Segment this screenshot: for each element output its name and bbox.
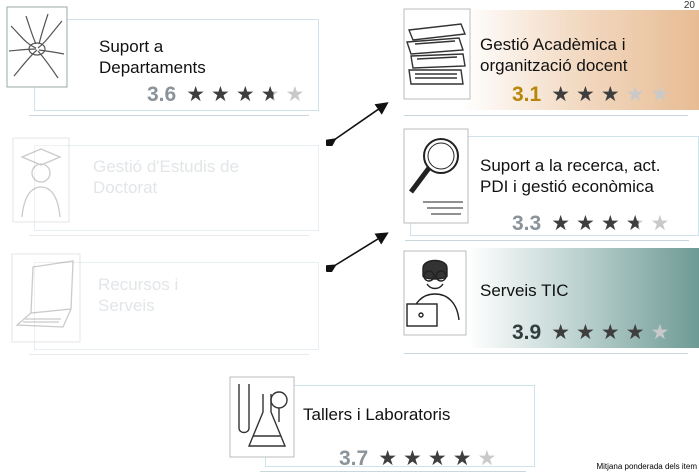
title-line: organització docent bbox=[480, 56, 628, 75]
star-empty-icon: ★ bbox=[650, 212, 676, 235]
stars-recerca: ★★★★★ bbox=[551, 211, 675, 236]
star-filled-icon: ★ bbox=[576, 321, 601, 344]
star-empty-icon: ★ bbox=[285, 83, 311, 106]
double-arrow-bottom bbox=[326, 232, 389, 272]
card-title-recursos: Recursos i Serveis bbox=[98, 274, 178, 316]
rating-recerca: 3.3 ★★★★★ bbox=[512, 211, 675, 236]
graduate-icon bbox=[12, 137, 70, 223]
star-filled-icon: ★ bbox=[235, 83, 261, 106]
hands-together-icon bbox=[6, 6, 68, 88]
star-filled-icon: ★ bbox=[576, 212, 601, 235]
score-academica: 3.1 bbox=[512, 82, 542, 106]
card-title-doctorat: Gestió d'Estudis de Doctorat bbox=[93, 156, 239, 198]
stars-departaments: ★★★★★ bbox=[186, 82, 310, 107]
star-filled-icon: ★ bbox=[600, 321, 626, 344]
card-departaments bbox=[29, 19, 319, 116]
card-recursos bbox=[29, 262, 319, 355]
star-filled-icon: ★ bbox=[211, 83, 236, 106]
star-filled-icon: ★ bbox=[551, 212, 577, 235]
card-title-tallers: Tallers i Laboratoris bbox=[303, 404, 450, 425]
stars-academica: ★★★★★ bbox=[551, 82, 675, 107]
star-filled-icon: ★ bbox=[186, 83, 212, 106]
card-title-departaments: Suport a Departaments bbox=[99, 36, 206, 78]
score-departaments: 3.6 bbox=[147, 82, 177, 106]
corner-fragment: 20 bbox=[683, 0, 695, 11]
star-empty-icon: ★ bbox=[477, 447, 503, 470]
title-line: Tallers i Laboratoris bbox=[303, 405, 451, 424]
star-filled-icon: ★ bbox=[625, 321, 651, 344]
star-filled-icon: ★ bbox=[403, 447, 428, 470]
double-arrow-top bbox=[326, 102, 389, 146]
star-half-icon: ★ bbox=[625, 212, 651, 235]
laptop-icon bbox=[11, 253, 81, 343]
star-filled-icon: ★ bbox=[576, 83, 601, 106]
star-filled-icon: ★ bbox=[600, 83, 626, 106]
star-empty-icon: ★ bbox=[650, 83, 676, 106]
card-doctorat bbox=[29, 145, 319, 236]
star-filled-icon: ★ bbox=[452, 447, 478, 470]
title-line: Suport a bbox=[99, 37, 164, 56]
title-line: Gestió Acadèmica i bbox=[480, 35, 626, 54]
title-line: Recursos i bbox=[98, 275, 179, 294]
stars-tic: ★★★★★ bbox=[551, 320, 675, 345]
technician-icon bbox=[403, 250, 467, 336]
card-title-tic: Serveis TIC bbox=[480, 280, 569, 301]
score-recerca: 3.3 bbox=[512, 211, 542, 235]
star-half-icon: ★ bbox=[260, 83, 286, 106]
card-title-recerca: Suport a la recerca, act. PDI i gestió e… bbox=[480, 155, 660, 197]
magnifier-icon bbox=[403, 128, 469, 224]
title-line: Serveis TIC bbox=[480, 281, 569, 300]
books-icon bbox=[403, 8, 471, 100]
score-tic: 3.9 bbox=[512, 320, 542, 344]
title-line: Departaments bbox=[99, 58, 206, 77]
title-line: Gestió d'Estudis de bbox=[93, 157, 239, 176]
star-filled-icon: ★ bbox=[378, 447, 404, 470]
rating-academica: 3.1 ★★★★★ bbox=[512, 82, 675, 107]
star-empty-icon: ★ bbox=[650, 321, 676, 344]
star-filled-icon: ★ bbox=[551, 321, 577, 344]
star-filled-icon: ★ bbox=[600, 212, 626, 235]
stars-tallers: ★★★★★ bbox=[378, 446, 502, 471]
title-line: Suport a la recerca, act. bbox=[480, 156, 661, 175]
title-line: Serveis bbox=[98, 296, 155, 315]
rating-departaments: 3.6 ★★★★★ bbox=[147, 82, 310, 107]
star-filled-icon: ★ bbox=[427, 447, 453, 470]
rating-tallers: 3.7 ★★★★★ bbox=[339, 446, 502, 471]
card-tallers bbox=[260, 385, 535, 472]
footnote: Mitjana ponderada dels item bbox=[596, 462, 697, 471]
lab-flasks-icon bbox=[229, 376, 295, 458]
card-title-academica: Gestió Acadèmica i organització docent bbox=[480, 34, 627, 76]
title-line: Doctorat bbox=[93, 178, 158, 197]
title-line: PDI i gestió econòmica bbox=[480, 177, 654, 196]
star-filled-icon: ★ bbox=[551, 83, 577, 106]
score-tallers: 3.7 bbox=[339, 446, 369, 470]
star-empty-icon: ★ bbox=[625, 83, 651, 106]
rating-tic: 3.9 ★★★★★ bbox=[512, 320, 675, 345]
